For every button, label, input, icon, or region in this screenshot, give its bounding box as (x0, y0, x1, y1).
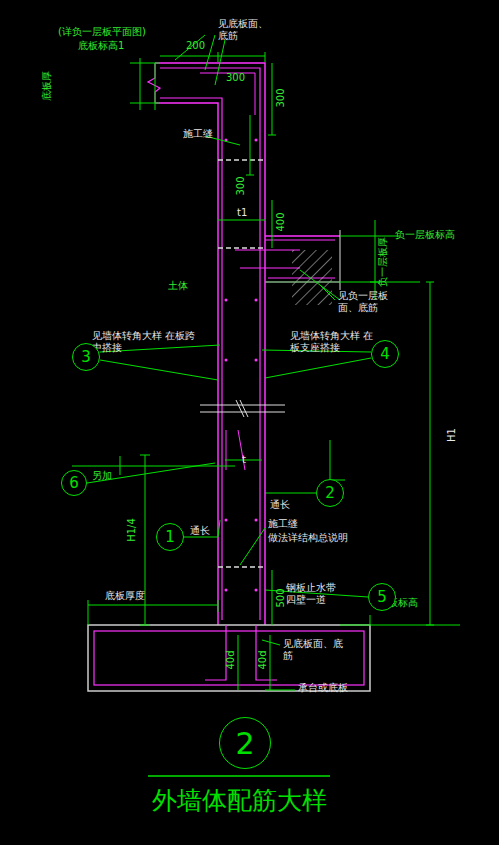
drawing-label: 通长 (270, 499, 290, 511)
drawing-label: 底板标高1 (78, 40, 124, 52)
drawing-label: 40d (225, 650, 237, 669)
drawing-label: 300 (275, 88, 287, 107)
drawing-label: 底板厚度 (105, 590, 145, 602)
callout-number: 5 (377, 588, 387, 606)
drawing-label: t1 (237, 207, 247, 219)
drawing-label: 钢板止水带 四壁一道 (286, 582, 348, 605)
drawing-label: 见负一层板 面、底筋 (338, 290, 400, 313)
callout-number: 2 (235, 726, 254, 761)
drawing-label: H1 (446, 428, 458, 442)
callout-circle: 5 (368, 583, 396, 611)
callout-number: 3 (81, 348, 91, 366)
drawing-label: 见底板面、底筋 (218, 18, 276, 41)
callout-number: 4 (380, 345, 390, 363)
callout-circle: 1 (156, 523, 184, 551)
callout-number: 1 (165, 528, 175, 546)
drawing-label: 另加 (92, 470, 112, 482)
drawing-label: 300 (226, 72, 245, 84)
callout-number: 2 (325, 484, 335, 502)
callout-circle: 2 (219, 717, 271, 769)
drawing-label: 500 (275, 588, 287, 607)
callout-circle: 4 (371, 340, 399, 368)
callout-circle: 6 (61, 470, 87, 496)
drawing-label: 通长 (190, 525, 210, 537)
callout-circle: 2 (316, 479, 344, 507)
drawing-label: 40d (257, 650, 269, 669)
drawing-label: 土体 (168, 280, 188, 292)
drawing-label: H1/4 (126, 518, 138, 542)
callout-circle: 3 (72, 343, 100, 371)
drawing-title: 外墙体配筋大样 (152, 784, 327, 817)
drawing-label: 见墙体转角大样 在板支座搭接 (290, 330, 382, 353)
drawing-label: 见底板面、底筋 (283, 638, 343, 661)
drawing-label: 做法详结构总说明 (268, 532, 348, 544)
drawing-label: 底板厚 (41, 71, 53, 101)
callout-number: 6 (69, 474, 79, 492)
drawing-label: (详负一层板平面图) (58, 26, 146, 38)
drawing-label: 见墙体转角大样 在板跨中搭接 (92, 330, 202, 353)
drawing-label: 300 (235, 176, 247, 195)
drawing-label: 负一层板标高 (395, 229, 455, 241)
drawing-label: 施工缝 (183, 128, 213, 140)
drawing-label: 承台或底板 (298, 682, 348, 694)
drawing-label: 施工缝 (268, 518, 298, 530)
drawing-label: 200 (186, 40, 205, 52)
drawing-label: 400 (275, 212, 287, 231)
drawing-label: 负一层板厚 (377, 237, 389, 287)
drawing-label: t (242, 454, 246, 466)
